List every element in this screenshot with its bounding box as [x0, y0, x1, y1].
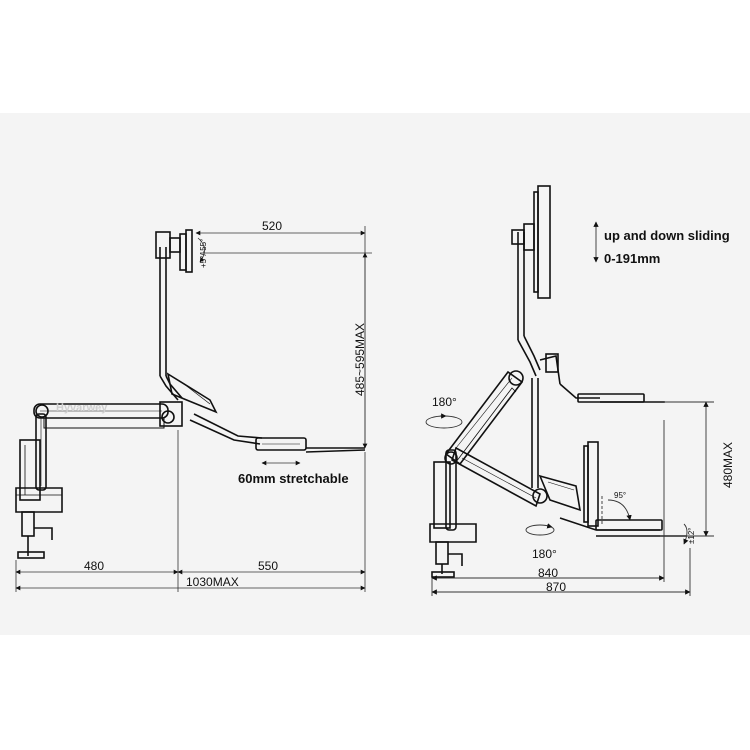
- stretch-label: 60mm stretchable: [238, 471, 349, 486]
- left-tilt-label: +5°/-55°: [199, 238, 208, 268]
- left-pole: [35, 413, 47, 491]
- left-height-label: 485~595MAX: [353, 322, 367, 396]
- right-monitor-upper: [511, 185, 551, 299]
- right-base-column: [444, 449, 458, 531]
- left-base-width-label: 480: [84, 559, 105, 573]
- left-upright-mast: [159, 247, 183, 401]
- right-desk-clamp: [429, 461, 477, 578]
- right-monitor-lower: [583, 441, 599, 527]
- left-reach-label: 550: [258, 559, 279, 573]
- right-tilt-label: ±12°: [687, 527, 696, 545]
- angle-label: 95°: [614, 491, 627, 500]
- left-top-width-label: 520: [262, 219, 283, 233]
- right-keyboard-tray-upper: [539, 353, 665, 403]
- left-lower-arm: [33, 401, 183, 429]
- right-upright-mast: [517, 232, 541, 488]
- left-desk-clamp: [15, 439, 63, 559]
- left-keyboard-arm: [166, 372, 263, 445]
- right-annotations: [425, 221, 714, 596]
- left-keyboard-tray: [255, 437, 366, 453]
- diagram-background: [0, 113, 750, 635]
- sliding-range: 0-191mm: [604, 251, 661, 266]
- right-inner-width-label: 840: [538, 566, 559, 580]
- rotate-upper-label: 180°: [432, 395, 457, 409]
- right-height-label: 480MAX: [721, 441, 735, 488]
- right-upper-arm: [444, 370, 524, 466]
- left-monitor-head: [155, 229, 193, 273]
- left-total-label: 1030MAX: [186, 575, 239, 589]
- right-lower-arm: [451, 446, 548, 508]
- left-dimension-lines: [15, 226, 372, 592]
- watermark: Hyvarwey: [56, 402, 108, 414]
- sliding-title: up and down sliding: [604, 228, 730, 243]
- right-total-width-label: 870: [546, 580, 567, 594]
- rotate-lower-label: 180°: [532, 547, 557, 561]
